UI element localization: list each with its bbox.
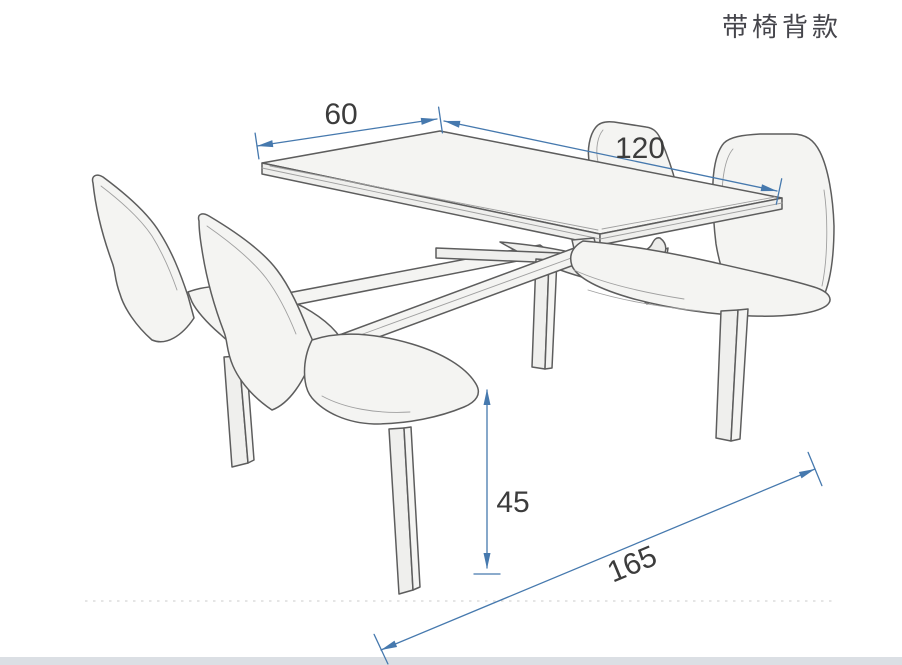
chair-back	[91, 174, 195, 343]
chair-leg	[715, 308, 749, 442]
dimension-label-120: 120	[615, 132, 665, 165]
chair-back	[197, 213, 317, 411]
dimension-label-60: 60	[324, 98, 357, 131]
page-title: 带椅背款	[722, 12, 842, 42]
dimension-width-60: 60	[254, 98, 444, 160]
table-top	[261, 130, 783, 246]
dimension-label-165: 165	[603, 540, 662, 590]
chair-front-left	[197, 213, 480, 595]
chair-seat	[303, 333, 480, 425]
dimension-overall-165: 165	[373, 451, 823, 665]
table-edge-right	[599, 197, 783, 246]
chair-seat	[570, 240, 831, 317]
footer-bar	[0, 657, 902, 665]
dimension-length-120: 120	[443, 120, 783, 205]
chair-leg	[388, 426, 421, 595]
dimension-seat-height-45: 45	[473, 389, 530, 575]
chair-front-right-seat	[570, 240, 831, 442]
dimension-label-45: 45	[496, 486, 529, 519]
